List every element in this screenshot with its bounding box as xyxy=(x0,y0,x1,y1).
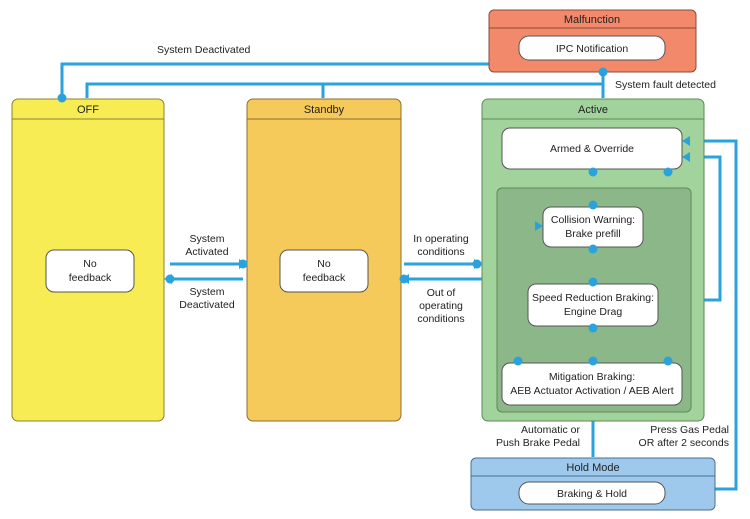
state-off-inner xyxy=(45,249,135,293)
dot-malfunction-bottom xyxy=(598,67,608,77)
state-active-title: Active xyxy=(578,104,608,116)
state-hold-title: Hold Mode xyxy=(566,462,619,474)
label-out-operating-2: operating xyxy=(419,300,463,312)
substate-collision-line1: Collision Warning: xyxy=(551,214,635,226)
state-standby-inner-line2: feedback xyxy=(303,272,346,284)
substate-collision-line2: Brake prefill xyxy=(565,228,620,240)
dot-speed-bottom xyxy=(588,323,598,333)
label-gas-pedal-1: Press Gas Pedal xyxy=(650,424,729,436)
dot-speed-top xyxy=(588,277,598,287)
substate-collision xyxy=(542,206,644,248)
state-malfunction-inner xyxy=(518,35,666,61)
dot-armed-right xyxy=(663,167,673,177)
state-off-inner-line1: No xyxy=(83,258,97,270)
substate-speed-line1: Speed Reduction Braking: xyxy=(532,292,654,304)
dot-mitigation-left xyxy=(513,356,523,366)
substate-armed-label: Armed & Override xyxy=(550,143,634,155)
state-standby-title: Standby xyxy=(304,104,345,116)
label-brake-pedal-2: Push Brake Pedal xyxy=(496,437,580,449)
label-out-operating-3: conditions xyxy=(417,313,464,325)
substate-speed-line2: Engine Drag xyxy=(564,306,623,318)
substate-mitigation-line2: AEB Actuator Activation / AEB Alert xyxy=(510,385,674,397)
state-off-inner-line2: feedback xyxy=(69,272,112,284)
arrow-to-off xyxy=(164,274,172,284)
label-brake-pedal-1: Automatic or xyxy=(521,424,580,436)
arrow-speed-to-armed xyxy=(682,152,690,162)
edge-fault-to-malfunction xyxy=(85,72,605,98)
label-in-operating-2: conditions xyxy=(417,246,464,258)
label-system-activated-2: Activated xyxy=(185,246,228,258)
transition-labels: System Deactivated System fault detected… xyxy=(157,44,729,449)
state-hold: Hold Mode Braking & Hold xyxy=(470,457,716,511)
state-malfunction: Malfunction IPC Notification xyxy=(488,9,697,73)
substate-mitigation xyxy=(501,362,683,406)
dot-collision-top xyxy=(588,200,598,210)
arrow-to-standby xyxy=(239,259,247,269)
arrowheads xyxy=(164,136,690,284)
state-standby: Standby No feedback xyxy=(246,98,402,422)
dot-off-top xyxy=(57,93,67,103)
state-off-title: OFF xyxy=(77,104,99,116)
label-system-activated-1: System xyxy=(189,233,224,245)
label-system-deactivated-1: System xyxy=(189,286,224,298)
label-system-deactivated-top: System Deactivated xyxy=(157,44,251,56)
edge-hold-to-armed xyxy=(686,139,738,491)
state-off: OFF No feedback xyxy=(11,98,165,422)
substate-mitigation-line1: Mitigation Braking: xyxy=(549,371,635,383)
dot-collision-bottom xyxy=(588,244,598,254)
state-hold-inner-label: Braking & Hold xyxy=(557,488,627,500)
edge-malfunction-to-off xyxy=(60,62,489,98)
label-system-deactivated-2: Deactivated xyxy=(179,299,235,311)
substate-speed xyxy=(527,283,659,327)
label-system-fault: System fault detected xyxy=(615,79,716,91)
arrow-hold-to-armed xyxy=(682,136,690,146)
state-active: Active Armed & Override Collision Warnin… xyxy=(481,98,705,422)
dot-mitigation-top xyxy=(588,356,598,366)
state-malfunction-inner-label: IPC Notification xyxy=(556,43,629,55)
dot-armed-bottom xyxy=(588,167,598,177)
label-gas-pedal-2: OR after 2 seconds xyxy=(639,437,729,449)
label-in-operating-1: In operating xyxy=(413,233,469,245)
dot-mitigation-right xyxy=(663,356,673,366)
label-out-operating-1: Out of xyxy=(427,287,456,299)
arrow-to-standby-return xyxy=(401,274,409,284)
state-standby-inner xyxy=(279,249,369,293)
arrow-to-active xyxy=(474,259,482,269)
arrow-to-collision xyxy=(535,221,543,231)
state-standby-inner-line1: No xyxy=(317,258,331,270)
state-malfunction-title: Malfunction xyxy=(564,14,620,26)
state-hold-inner xyxy=(518,481,666,505)
